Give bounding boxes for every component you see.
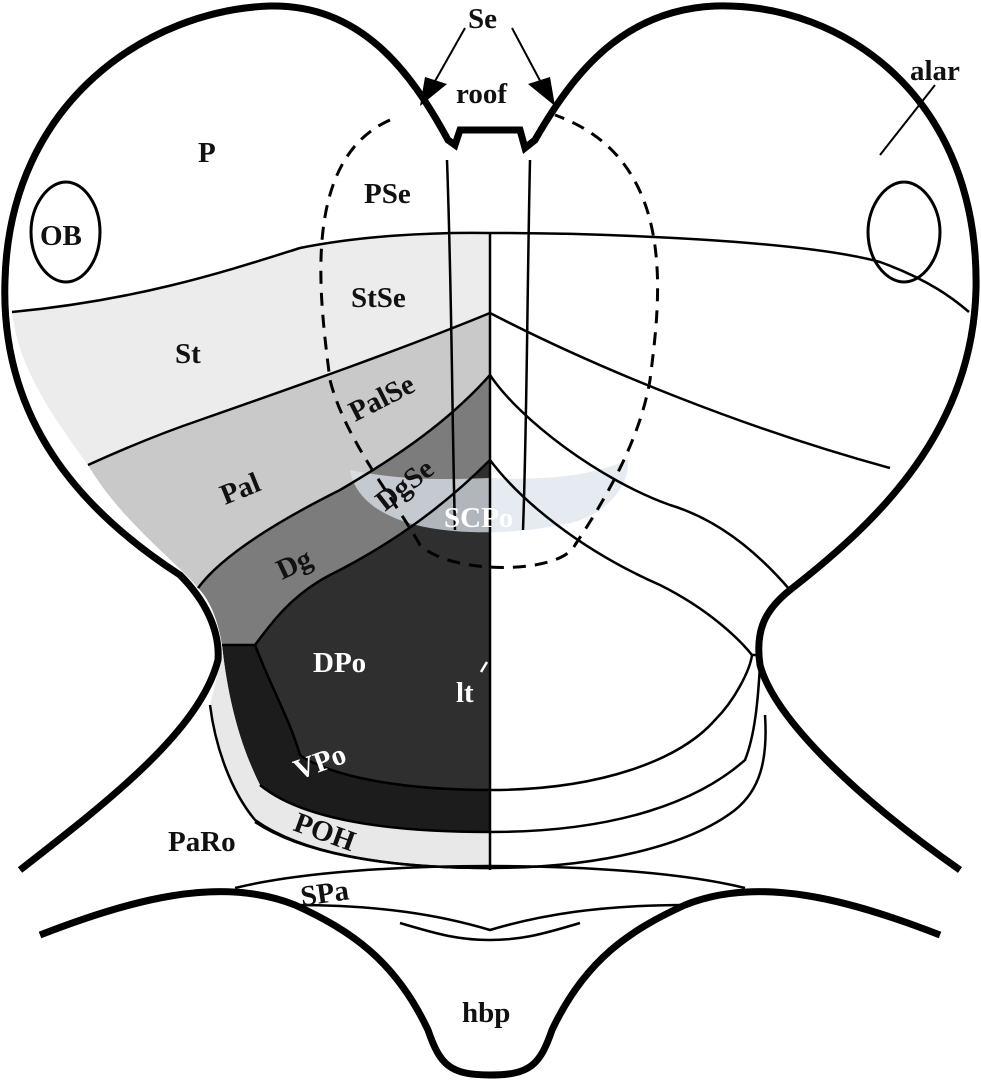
boundary-lines [11, 231, 970, 870]
se-arrowhead-right [528, 77, 555, 106]
ob-left [29, 180, 102, 284]
se-arrowhead-left [420, 77, 447, 106]
label-lt: lt [456, 677, 474, 709]
label-ob: OB [40, 220, 82, 252]
label-se: Se [468, 3, 497, 35]
st-field [12, 232, 490, 465]
label-p: P [198, 137, 216, 169]
label-dpo: DPo [313, 647, 366, 679]
vpo-field [222, 645, 490, 832]
septum-dashed [319, 113, 660, 569]
hindbrain-outline [38, 888, 942, 1079]
label-paro: PaRo [168, 826, 236, 858]
label-spa: SPa [299, 874, 352, 912]
poh-field [210, 645, 490, 868]
label-scpo: SCPo [444, 502, 513, 534]
lamina-terminalis [445, 159, 532, 531]
label-alar: alar [910, 55, 960, 87]
dpo-field [255, 460, 490, 790]
label-st: St [175, 338, 201, 370]
dg-field [198, 375, 490, 645]
label-pse: PSe [364, 178, 411, 210]
pal-field [88, 313, 490, 588]
lt-pointer [479, 661, 489, 673]
left-fields [12, 232, 490, 868]
label-stse: StSe [351, 282, 406, 314]
alar-pointer [879, 84, 936, 156]
outer-outline [1, 2, 980, 873]
paro-boundary [208, 704, 767, 870]
se-arrows [429, 27, 546, 91]
ob-right [866, 180, 942, 284]
spa-boundary [234, 864, 746, 942]
label-roof: roof [456, 78, 507, 110]
label-hbp: hbp [462, 997, 510, 1029]
labels-group: Se roof alar P PSe OB St StSe PalSe Pal … [40, 3, 960, 1029]
